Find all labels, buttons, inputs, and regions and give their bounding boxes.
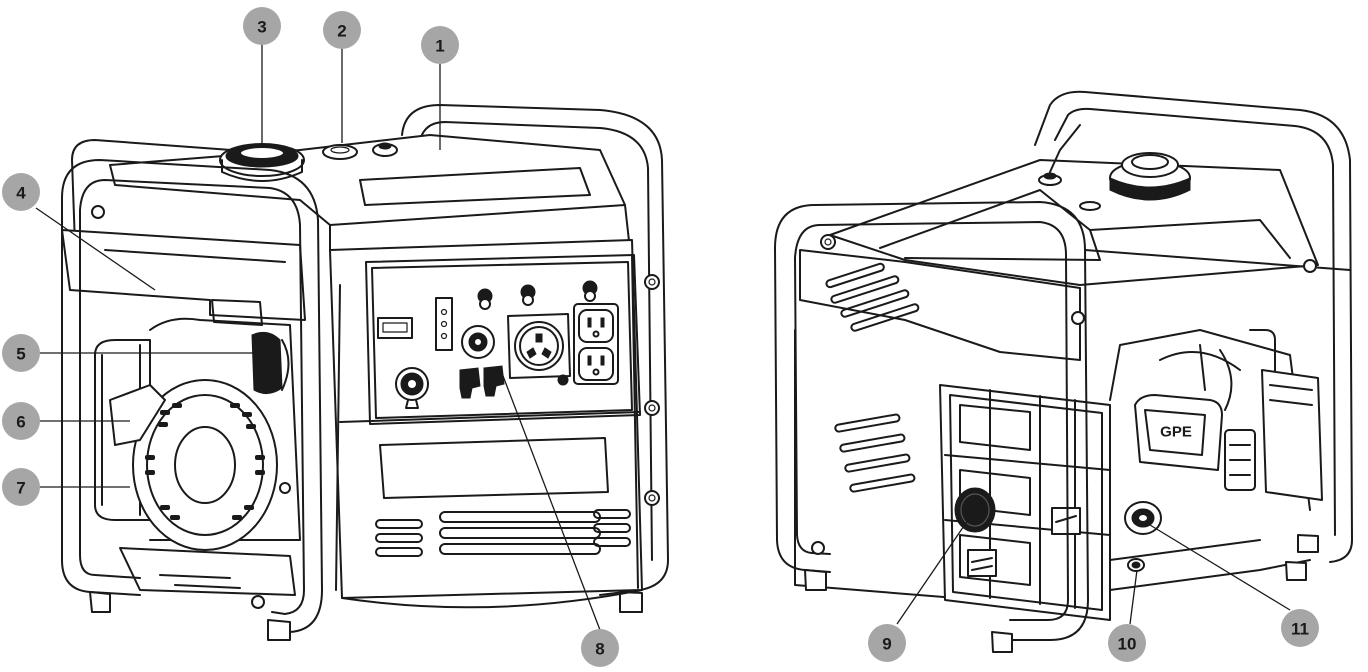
fuel-gauge — [322, 144, 358, 160]
generator-front-view — [61, 104, 669, 641]
generator-rear-view: GPE — [774, 90, 1353, 653]
frame-far-outer — [1034, 90, 1353, 563]
vent-slots — [375, 509, 631, 557]
callout-8-number: 8 — [595, 640, 604, 659]
leader-4 — [35, 207, 156, 291]
spark-arrestor-outlet — [954, 487, 996, 533]
frame-rear-right-inner — [419, 121, 653, 561]
engine-switch — [395, 367, 429, 409]
frame-rear-right — [401, 104, 669, 596]
callout-1-number: 1 — [435, 37, 444, 56]
side-panel-line — [104, 249, 286, 263]
foot-rear-left — [804, 569, 827, 591]
fuel-vent-knob — [372, 142, 398, 157]
callout-11-number: 11 — [1291, 620, 1309, 639]
callout-10-number: 10 — [1118, 635, 1137, 654]
frame-far-inner — [1054, 107, 1336, 536]
frame-bolts-rear — [811, 234, 1317, 555]
leader-10 — [1129, 569, 1138, 625]
callout-7: 7 — [2, 468, 40, 506]
recoil-handle — [109, 384, 166, 446]
callout-4: 4 — [2, 173, 40, 211]
rv-outlet — [507, 313, 571, 386]
control-panel-bezel — [365, 254, 641, 425]
callout-5-number: 5 — [16, 345, 25, 364]
frame-near-inner — [794, 221, 1069, 621]
leader-8 — [499, 367, 601, 631]
front-body-edges — [335, 254, 639, 591]
engine-base — [119, 547, 296, 596]
callout-3-number: 3 — [257, 18, 266, 37]
leader-9 — [896, 519, 969, 625]
oil-fill-cap — [1124, 501, 1162, 535]
carry-handle-recess — [359, 167, 591, 206]
foot-rear-right — [619, 591, 643, 613]
engine-side-block — [1261, 369, 1323, 501]
callout-7-number: 7 — [16, 479, 25, 498]
side-panel-upper — [61, 229, 306, 321]
frame-front-left-leg-inner — [79, 209, 141, 579]
top-housing-ridge — [1089, 219, 1291, 259]
frame-front-outer — [61, 159, 323, 633]
fuel-cap — [219, 143, 305, 182]
hose — [1249, 329, 1276, 441]
dc-outlet — [461, 325, 495, 359]
callout-3: 3 — [243, 7, 281, 45]
callout-9-number: 9 — [882, 635, 891, 654]
recoil-starter-cover — [132, 379, 278, 551]
leader-lines — [35, 44, 1291, 631]
brand-badge: GPE — [1160, 424, 1192, 441]
frame-front-inner — [79, 179, 305, 615]
callout-1: 1 — [421, 26, 459, 64]
callout-6: 6 — [2, 402, 40, 440]
frame-near-outer — [774, 201, 1089, 641]
choke-recess — [211, 299, 263, 326]
oil-drain-plug — [1127, 558, 1145, 572]
fuel-cap-rear — [1109, 152, 1191, 201]
indicator-lights — [435, 297, 453, 351]
callout-8: 8 — [581, 629, 619, 667]
panel-divider — [339, 411, 641, 423]
foot-front-right — [267, 619, 291, 641]
side-panel-slots — [825, 262, 920, 493]
callout-6-number: 6 — [16, 413, 25, 432]
breaker-buttons — [477, 280, 598, 310]
foot-rear-far2 — [1297, 534, 1319, 553]
engine-block — [149, 317, 301, 541]
base-detail — [159, 574, 241, 589]
lower-label-plate — [379, 437, 609, 499]
duplex-outlet — [573, 303, 619, 385]
top-housing-rear — [829, 159, 1319, 286]
fuel-vent-rear — [1038, 124, 1081, 186]
callout-2-number: 2 — [337, 22, 346, 41]
frame-near-left-leg-inner — [794, 257, 831, 555]
callout-9: 9 — [868, 624, 906, 662]
callout-5: 5 — [2, 334, 40, 372]
callout-4-number: 4 — [16, 184, 26, 203]
foot-rear-far — [1285, 561, 1307, 581]
fuel-lines — [1159, 344, 1241, 411]
callout-11: 11 — [1281, 609, 1319, 647]
parallel-ports — [459, 365, 505, 399]
foot-front-left — [89, 591, 111, 613]
callout-10: 10 — [1108, 624, 1146, 662]
lcd-window — [382, 322, 408, 333]
choke-knob — [251, 331, 290, 394]
engine-cover — [1134, 394, 1223, 471]
foot-rear-front — [991, 631, 1013, 653]
carburetor — [1224, 429, 1256, 491]
fuel-gauge-rear — [1079, 201, 1101, 211]
leader-11 — [1149, 524, 1291, 611]
front-body-bottom — [341, 589, 643, 609]
side-panel-rear — [799, 249, 1081, 361]
callout-2: 2 — [323, 11, 361, 49]
